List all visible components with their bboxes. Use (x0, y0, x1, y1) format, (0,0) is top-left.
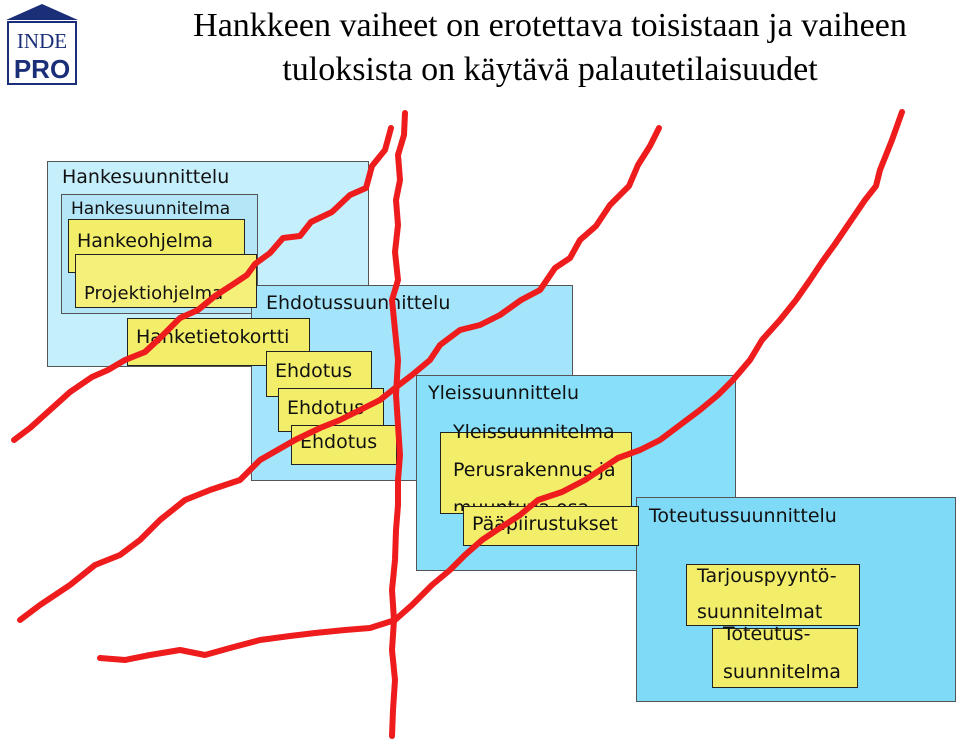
doc-tarjous-line1: Tarjouspyyntö- (697, 565, 837, 587)
doc-tarjouspyyntosuunnitelmat: Tarjouspyyntö- suunnitelmat (686, 564, 860, 626)
indepro-logo-graphic: INDE PRO (6, 4, 78, 85)
doc-ehdotus-3-text: Ehdotus (300, 431, 378, 453)
doc-ehdotus-2-text: Ehdotus (287, 397, 365, 419)
doc-toteutus-line1: Toteutus- (723, 623, 811, 645)
doc-ehdotus-1-text: Ehdotus (275, 360, 353, 382)
doc-paapiirustukset: Pääpiirustukset (463, 506, 639, 546)
doc-hankeohjelma-text: Hankeohjelma (77, 230, 214, 252)
doc-perusrakennus-line1: Perusrakennus ja (453, 459, 616, 481)
phase-toteutussuunnittelu-label: Toteutussuunnittelu (649, 505, 837, 527)
doc-toteutussuunnitelma: Toteutus- suunnitelma (712, 623, 858, 688)
doc-toteutus-line2: suunnitelma (723, 661, 841, 683)
logo-text-bottom: PRO (14, 54, 70, 84)
hankesuunnitelma-group-label: Hankesuunnitelma (71, 199, 231, 219)
phase-ehdotussuunnittelu-label: Ehdotussuunnittelu (266, 292, 451, 314)
doc-tarjous-line2: suunnitelmat (697, 601, 823, 623)
title-line-2: tuloksista on käytävä palautetilaisuudet (282, 51, 818, 88)
slide-title: Hankkeen vaiheet on erotettava toisistaa… (150, 4, 950, 92)
title-line-1: Hankkeen vaiheet on erotettava toisistaa… (193, 7, 907, 44)
doc-ehdotus-3: Ehdotus (291, 425, 397, 465)
phase-yleissuunnittelu-label: Yleissuunnittelu (428, 382, 580, 404)
logo-text-top: INDE (17, 29, 67, 53)
doc-paapiirustukset-text: Pääpiirustukset (472, 513, 618, 535)
yleissuunnitelma-group-label: Yleissuunnitelma (453, 421, 615, 443)
doc-projektiohjelma: Projektiohjelma (75, 254, 257, 308)
doc-projektiohjelma-text: Projektiohjelma (84, 283, 224, 304)
indepro-logo: INDE PRO (2, 2, 82, 86)
doc-yleissuunnitelma-label: Yleissuunnitelma Perusrakennus ja muuntu… (440, 421, 632, 514)
phase-hankesuunnittelu-label: Hankesuunnittelu (62, 166, 230, 188)
doc-hanketietokortti-text: Hanketietokortti (136, 326, 290, 348)
